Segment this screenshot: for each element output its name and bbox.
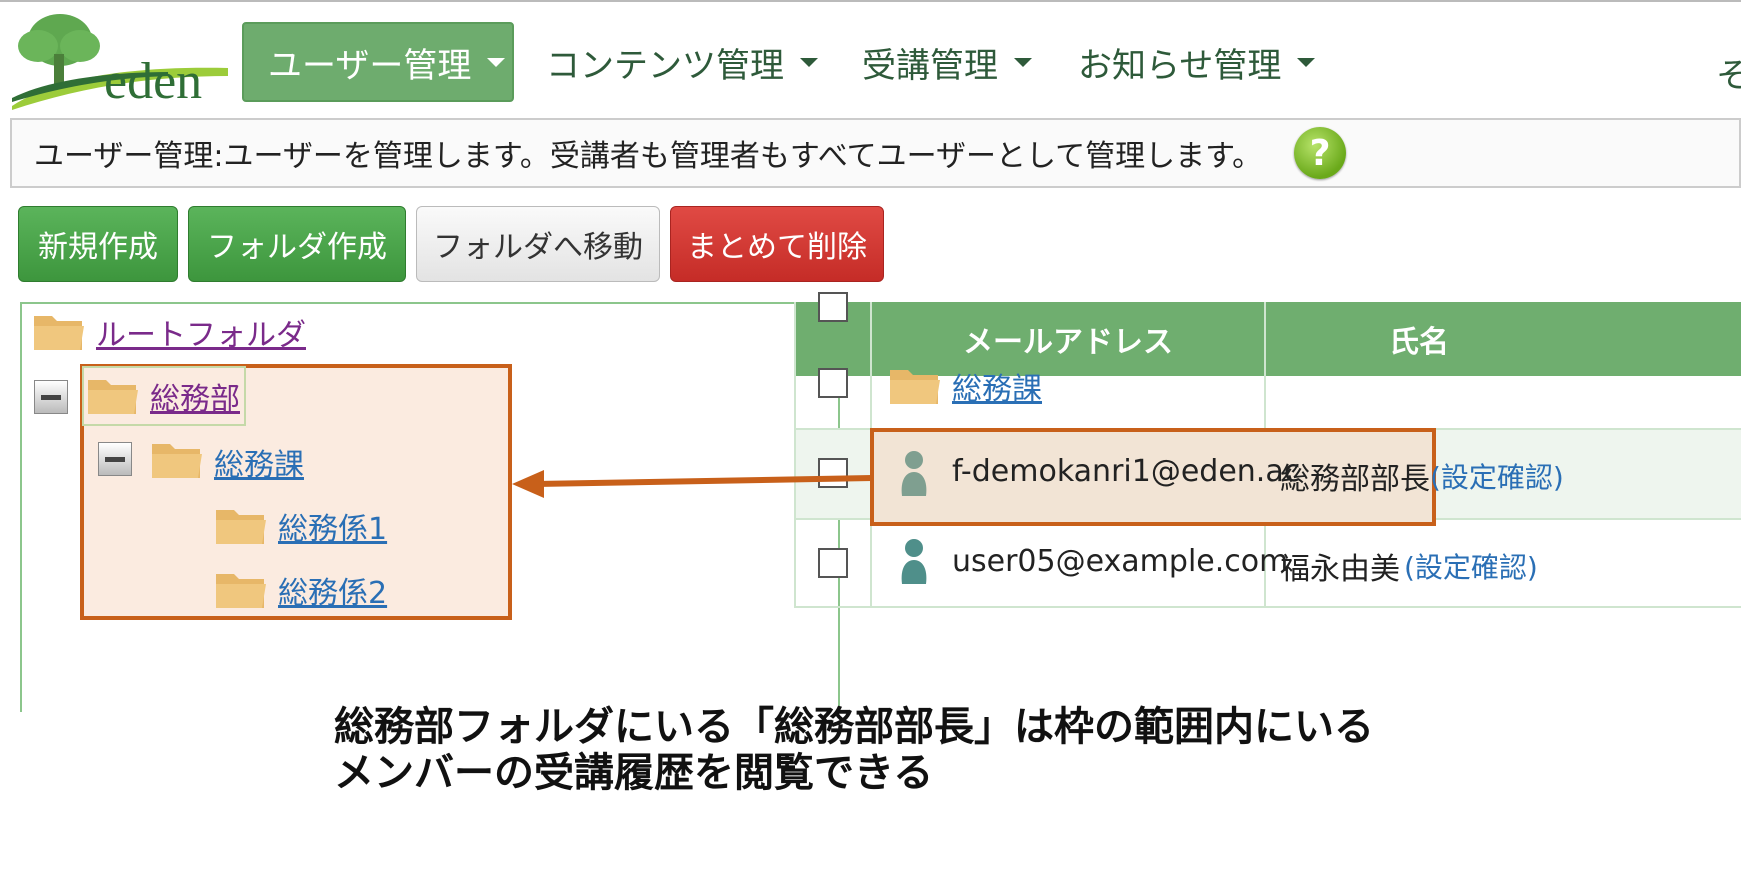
new-folder-button[interactable]: フォルダ作成 xyxy=(188,206,406,282)
caret-down-icon xyxy=(1297,57,1316,67)
logo-text: eden xyxy=(104,53,203,110)
row-checkbox[interactable] xyxy=(818,458,848,488)
folder-icon xyxy=(890,370,940,404)
nav-course-management[interactable]: 受講管理 xyxy=(862,22,1032,102)
info-bar: ユーザー管理:ユーザーを管理します。受講者も管理者もすべてユーザーとして管理しま… xyxy=(10,118,1741,188)
settings-check-link[interactable]: (設定確認) xyxy=(1404,551,1538,584)
table-header xyxy=(794,302,1741,376)
table-border xyxy=(794,606,1741,608)
caret-down-icon xyxy=(487,57,506,67)
user-icon xyxy=(901,539,927,584)
new-user-button[interactable]: 新規作成 xyxy=(18,206,178,282)
nav-notice-management[interactable]: お知らせ管理 xyxy=(1078,22,1316,102)
folder-icon xyxy=(216,510,266,544)
button-label: フォルダへ移動 xyxy=(433,230,643,265)
row-email: f-demokanri1@eden.ac xyxy=(952,454,1301,489)
caret-down-icon xyxy=(1014,57,1032,67)
folder-icon xyxy=(34,316,84,350)
logo[interactable]: eden xyxy=(8,6,238,110)
tree-section-link[interactable]: 総務課 xyxy=(214,448,304,483)
tree-sub1-link[interactable]: 総務係1 xyxy=(278,512,388,547)
tree-dept-link[interactable]: 総務部 xyxy=(150,382,240,417)
header-email[interactable]: メールアドレス xyxy=(872,302,1264,376)
help-icon[interactable]: ? xyxy=(1294,127,1347,179)
nav-label: コンテンツ管理 xyxy=(546,45,784,86)
caption-line-2: メンバーの受講履歴を閲覧できる xyxy=(334,750,934,796)
top-border xyxy=(0,0,1741,2)
select-all-checkbox[interactable] xyxy=(818,292,848,322)
tree-logo-icon xyxy=(12,14,228,110)
tree-root-link[interactable]: ルートフォルダ xyxy=(96,318,306,353)
nav-content-management[interactable]: コンテンツ管理 xyxy=(546,22,818,102)
caption-line-1: 総務部フォルダにいる「総務部部長」は枠の範囲内にいる xyxy=(334,704,1374,750)
folder-icon xyxy=(88,380,138,414)
collapse-icon[interactable] xyxy=(98,442,132,476)
button-label: 新規作成 xyxy=(38,230,158,265)
row-email: user05@example.com xyxy=(952,544,1289,579)
nav-label: お知らせ管理 xyxy=(1078,45,1282,86)
highlight-box-row xyxy=(870,428,1436,526)
selected-node-outline xyxy=(82,366,246,426)
bulk-delete-button[interactable]: まとめて削除 xyxy=(670,206,884,282)
info-text: ユーザー管理:ユーザーを管理します。受講者も管理者もすべてユーザーとして管理しま… xyxy=(34,139,1263,174)
nav-label: ユーザー管理 xyxy=(268,45,472,86)
header-name-label: 氏名 xyxy=(1389,325,1449,360)
highlight-box-tree xyxy=(80,364,512,620)
settings-check-link[interactable]: (設定確認) xyxy=(1430,461,1564,494)
folder-icon xyxy=(216,574,266,608)
row-name: 福永由美 xyxy=(1280,552,1400,587)
help-label: ? xyxy=(1309,132,1331,174)
nav-label: 受講管理 xyxy=(862,45,998,86)
nav-overflow-label: そ xyxy=(1716,55,1741,96)
user-icon xyxy=(901,451,927,496)
folder-icon xyxy=(152,444,202,478)
tree-sub2-link[interactable]: 総務係2 xyxy=(278,576,388,611)
row-checkbox[interactable] xyxy=(818,368,848,398)
header-name[interactable]: 氏名 xyxy=(1266,302,1572,376)
header-email-label: メールアドレス xyxy=(963,325,1173,360)
caret-down-icon xyxy=(800,57,818,67)
move-to-folder-button[interactable]: フォルダへ移動 xyxy=(416,206,660,282)
table-border xyxy=(794,302,796,608)
collapse-icon[interactable] xyxy=(34,380,68,414)
row-checkbox[interactable] xyxy=(818,548,848,578)
row-name: 総務部部長 xyxy=(1280,462,1430,497)
nav-user-management[interactable]: ユーザー管理 xyxy=(242,22,514,102)
button-label: フォルダ作成 xyxy=(207,230,387,265)
nav-overflow[interactable]: そ xyxy=(1716,42,1741,102)
button-label: まとめて削除 xyxy=(687,230,867,265)
row-folder-link[interactable]: 総務課 xyxy=(952,372,1042,407)
annotation-arrow xyxy=(512,470,873,498)
